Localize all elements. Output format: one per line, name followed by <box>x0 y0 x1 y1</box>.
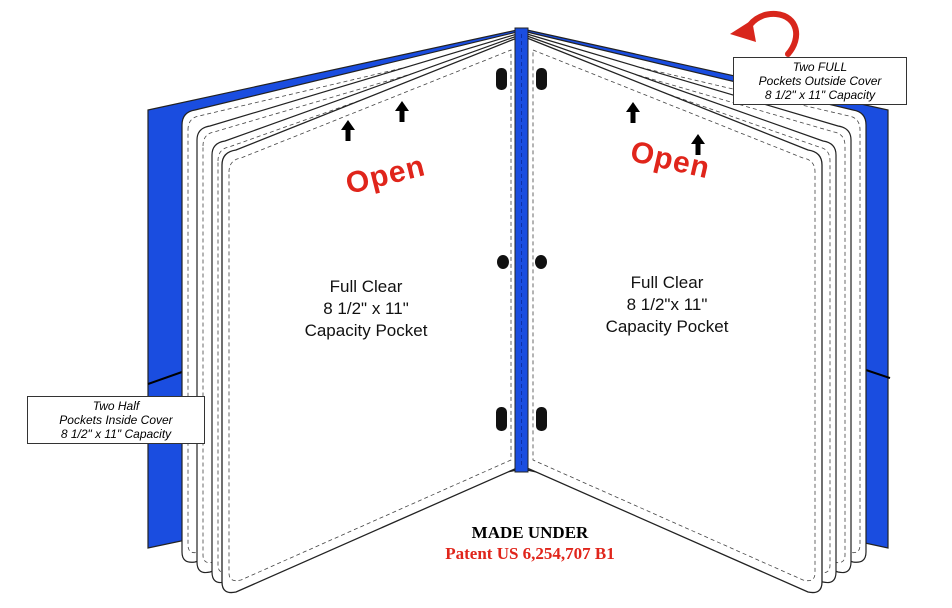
binding-slot-left-top <box>496 68 507 90</box>
callout-outside-line-2: Pockets Outside Cover <box>758 74 882 88</box>
left-pocket-line-1: Full Clear <box>329 277 403 296</box>
binding-slot-left-bottom <box>496 407 507 431</box>
up-arrow-icon <box>626 102 640 123</box>
binding-slot-right-bottom <box>536 407 547 431</box>
left-pocket-line-2: 8 1/2" x 11" <box>323 299 409 318</box>
up-arrow-icon <box>691 134 705 155</box>
callout-inside-line-3: 8 1/2" x 11" Capacity <box>60 427 172 441</box>
binding-hole-right-mid <box>535 255 547 269</box>
up-arrow-icon <box>341 120 355 141</box>
made-under-label: MADE UNDER <box>471 523 589 542</box>
spine <box>514 27 529 473</box>
right-page-stack <box>526 31 867 594</box>
right-pocket-line-1: Full Clear <box>630 273 704 292</box>
right-pocket-line-3: Capacity Pocket <box>605 317 729 336</box>
curved-arrow-icon <box>730 10 800 57</box>
callout-inside-line-2: Pockets Inside Cover <box>59 413 173 427</box>
right-pocket-line-2: 8 1/2"x 11" <box>626 295 708 314</box>
left-half-pocket-edge <box>147 371 183 385</box>
callout-outside-pockets: Two FULL Pockets Outside Cover 8 1/2" x … <box>733 57 907 105</box>
callout-outside-line-1: Two FULL <box>792 60 848 74</box>
patent-notice: MADE UNDER Patent US 6,254,707 B1 <box>385 522 675 564</box>
callout-outside-line-3: 8 1/2" x 11" Capacity <box>764 88 876 102</box>
callout-inside-pockets: Two Half Pockets Inside Cover 8 1/2" x 1… <box>27 396 205 444</box>
patent-number: Patent US 6,254,707 B1 <box>445 544 615 563</box>
up-arrow-icon <box>395 101 409 122</box>
left-pocket-line-3: Capacity Pocket <box>304 321 428 340</box>
callout-inside-line-1: Two Half <box>92 399 140 413</box>
binding-slot-right-top <box>536 68 547 90</box>
left-page-stack <box>181 31 518 594</box>
right-pocket-description: Full Clear 8 1/2"x 11" Capacity Pocket <box>557 272 777 338</box>
left-pocket-description: Full Clear 8 1/2" x 11" Capacity Pocket <box>256 276 476 342</box>
right-page-front <box>526 37 823 594</box>
binding-hole-left-mid <box>497 255 509 269</box>
